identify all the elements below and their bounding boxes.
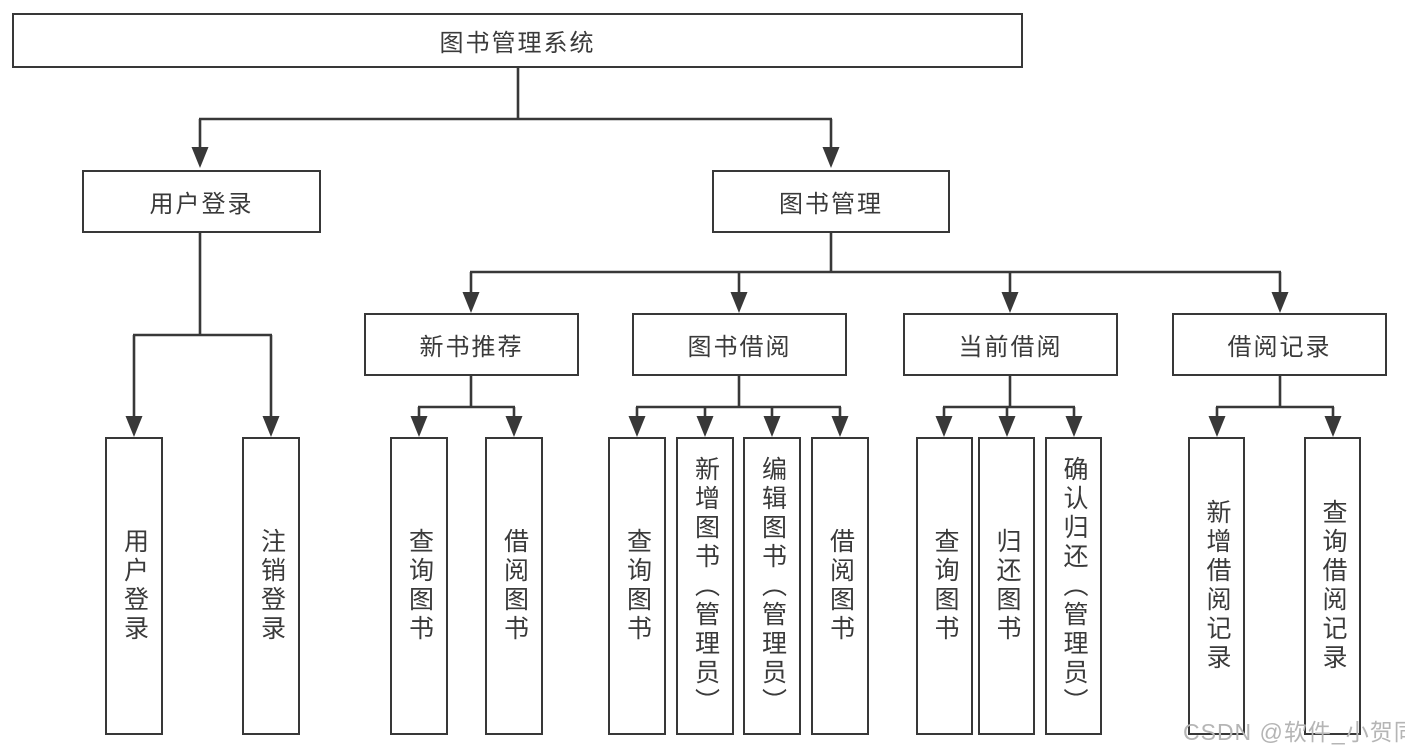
node-new-book-recommend: 新书推荐 [364, 313, 579, 376]
branch-book-management [462, 233, 1289, 313]
leaf-confirm-return-admin: 确认归还（管理员） [1045, 437, 1102, 735]
node-user-login: 用户登录 [82, 170, 321, 233]
node-label: 确认归还（管理员） [1060, 455, 1088, 717]
csdn-watermark: CSDN @软件_小贺同学 [1183, 719, 1405, 745]
node-label: 图书借阅 [687, 334, 792, 361]
node-label: 图书管理 [779, 191, 883, 218]
node-label: 借阅记录 [1227, 334, 1332, 361]
node-label: 查询图书 [623, 528, 652, 644]
node-label: 编辑图书（管理员） [758, 455, 787, 717]
branch-user-login [125, 233, 280, 437]
node-label: 查询借阅记录 [1319, 499, 1347, 673]
node-label: 借阅图书 [826, 528, 855, 644]
leaf-query-borrow-record: 查询借阅记录 [1304, 437, 1361, 735]
branch-current-borrow [935, 376, 1083, 437]
leaf-query-books: 查询图书 [916, 437, 973, 735]
branch-root [191, 68, 840, 168]
node-label: 新增图书（管理员） [691, 455, 720, 717]
leaf-logout: 注销登录 [242, 437, 300, 735]
node-borrow-records: 借阅记录 [1172, 313, 1387, 376]
leaf-edit-books-admin: 编辑图书（管理员） [743, 437, 801, 735]
leaf-add-books-admin: 新增图书（管理员） [676, 437, 734, 735]
node-label: 查询图书 [931, 528, 959, 644]
node-label: 当前借阅 [958, 334, 1063, 361]
node-label: 借阅图书 [500, 528, 529, 644]
node-label: 查询图书 [405, 528, 434, 644]
leaf-borrow-books: 借阅图书 [485, 437, 543, 735]
leaf-return-books: 归还图书 [978, 437, 1035, 735]
node-label: 新增借阅记录 [1203, 499, 1231, 673]
leaf-query-books: 查询图书 [390, 437, 448, 735]
branch-book-borrow [628, 376, 849, 437]
node-book-borrow: 图书借阅 [632, 313, 847, 376]
node-current-borrow: 当前借阅 [903, 313, 1118, 376]
node-label: 新书推荐 [419, 334, 524, 361]
node-library-management-system: 图书管理系统 [12, 13, 1023, 68]
leaf-query-books: 查询图书 [608, 437, 666, 735]
node-book-management: 图书管理 [712, 170, 950, 233]
node-label: 用户登录 [120, 528, 149, 644]
node-label: 图书管理系统 [439, 30, 596, 57]
branch-borrow-records [1208, 376, 1342, 437]
leaf-add-borrow-record: 新增借阅记录 [1188, 437, 1245, 735]
node-label: 注销登录 [257, 528, 286, 644]
leaf-user-login: 用户登录 [105, 437, 163, 735]
branch-new-book-recommend [410, 376, 523, 437]
node-label: 用户登录 [149, 191, 254, 218]
node-label: 归还图书 [993, 528, 1021, 644]
leaf-borrow-books: 借阅图书 [811, 437, 869, 735]
